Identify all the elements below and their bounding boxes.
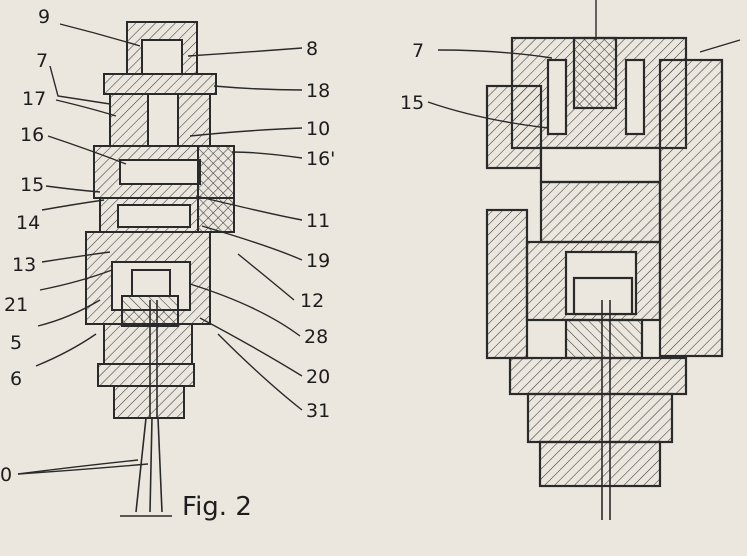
label-16: 16 — [20, 124, 45, 146]
piston-cavity — [117, 204, 191, 228]
label-0: 0 — [0, 464, 13, 486]
right-nozzle-upper — [508, 356, 688, 396]
right-assembly-view — [485, 36, 724, 520]
right-seal — [564, 318, 644, 360]
valve-chamber — [119, 159, 201, 185]
spring-bore-right — [624, 58, 646, 136]
label-6: 6 — [10, 368, 23, 390]
nozzle-tip — [113, 385, 185, 419]
label-5: 5 — [10, 332, 23, 354]
label-7: 7 — [36, 50, 49, 72]
right-outer-sleeve — [658, 58, 724, 358]
right-mid-chamber — [539, 146, 662, 184]
plunger-head — [131, 269, 171, 297]
label-19: 19 — [306, 250, 331, 272]
label-9: 9 — [38, 6, 51, 28]
label-13: 13 — [12, 254, 37, 276]
upper-bore — [147, 93, 179, 147]
spring-bore-left — [546, 58, 568, 136]
label-12: 12 — [300, 290, 325, 312]
label-17: 17 — [22, 88, 47, 110]
top-cavity — [141, 39, 183, 75]
nozzle-flange — [97, 363, 195, 387]
label-10: 10 — [306, 118, 331, 140]
label-11: 11 — [306, 210, 331, 232]
right-view-label-7: 7 — [412, 40, 425, 62]
left-outer-sleeve-upper — [485, 84, 543, 170]
label-18: 18 — [306, 80, 331, 102]
label-28: 28 — [304, 326, 329, 348]
nozzle-upper — [103, 323, 193, 365]
label-15: 15 — [20, 174, 45, 196]
right-nozzle-mid — [526, 392, 674, 444]
label-31: 31 — [306, 400, 331, 422]
fibre-bundle — [120, 417, 172, 517]
left-outer-sleeve-lower — [485, 208, 529, 360]
left-assembly-view — [85, 21, 235, 419]
right-view-label-15: 15 — [400, 92, 425, 114]
right-top-insert — [572, 36, 618, 110]
label-20: 20 — [306, 366, 331, 388]
label-16-prime: 16' — [306, 148, 336, 170]
right-nozzle-tip — [538, 440, 662, 488]
label-14: 14 — [16, 212, 41, 234]
right-plunger-head — [572, 276, 634, 316]
label-8: 8 — [306, 38, 319, 60]
label-21: 21 — [4, 294, 29, 316]
figure-caption: Fig. 2 — [182, 492, 252, 522]
leader-lines — [17, 0, 741, 475]
right-piston — [539, 180, 662, 244]
upper-flange — [103, 73, 217, 95]
